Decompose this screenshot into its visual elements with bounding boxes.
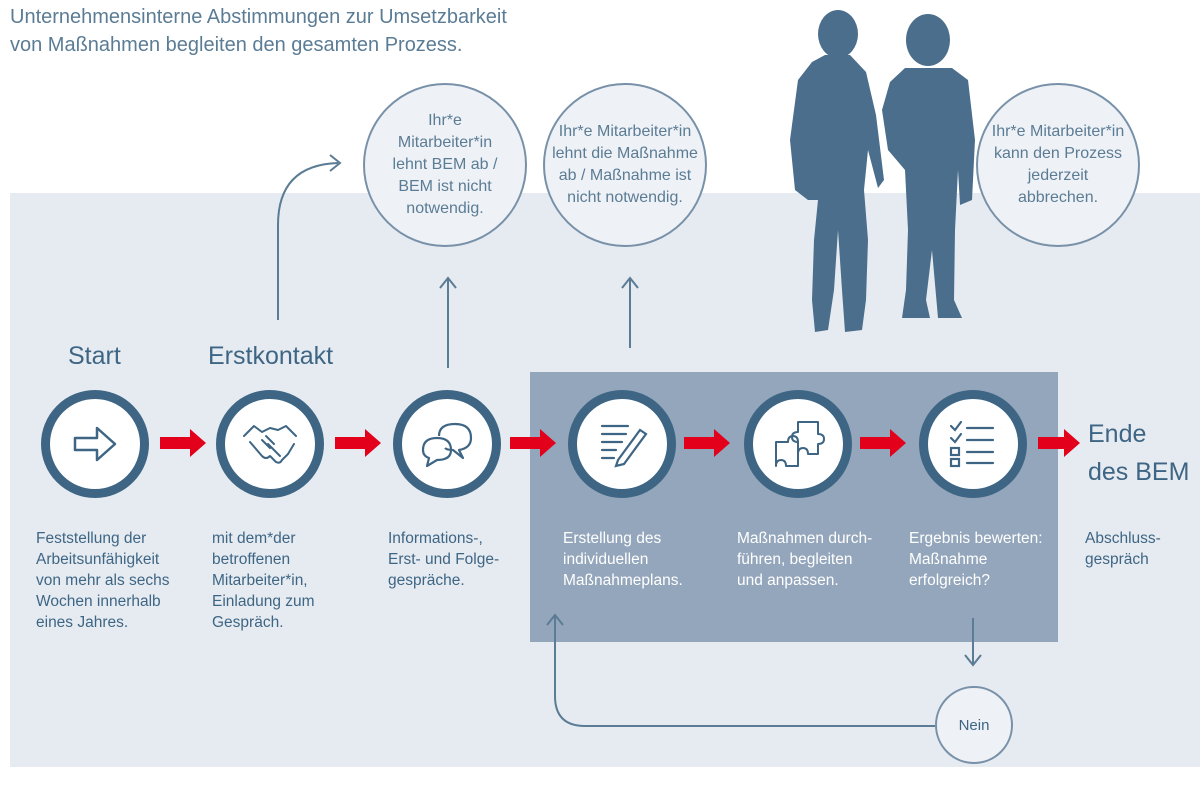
title-ende: Ende des BEM bbox=[1088, 415, 1189, 491]
arrow-right-icon bbox=[73, 426, 117, 462]
nein-circle: Nein bbox=[935, 686, 1013, 764]
step-ende-text: Abschluss- gespräch bbox=[1085, 530, 1161, 568]
step-massnahmen-text: Maßnahmen durch- führen, begleiten und a… bbox=[737, 530, 873, 589]
step-ergebnis bbox=[919, 390, 1027, 498]
intro-text: Unternehmensinterne Abstimmungen zur Ums… bbox=[10, 3, 507, 59]
step-gespraeche bbox=[393, 390, 501, 498]
title-ende-line-2: des BEM bbox=[1088, 458, 1190, 486]
bubble-bem-rejected: Ihr*e Mitarbeiter*in lehnt BEM ab / BEM … bbox=[363, 83, 527, 247]
step-start bbox=[41, 390, 149, 498]
bubble-bem-rejected-text: Ihr*e Mitarbeiter*in lehnt BEM ab / BEM … bbox=[392, 112, 498, 217]
step-ergebnis-text: Ergebnis bewerten: Maßnahme erfolgreich? bbox=[909, 530, 1043, 589]
intro-line-1: Unternehmensinterne Abstimmungen zur Ums… bbox=[10, 6, 507, 28]
step-erstkontakt bbox=[216, 390, 324, 498]
title-ende-line-1: Ende bbox=[1088, 420, 1147, 448]
speech-bubbles-icon bbox=[421, 422, 473, 468]
bubble-measure-rejected: Ihr*e Mitarbeiter*in lehnt die Maßnahme … bbox=[543, 83, 707, 247]
title-start: Start bbox=[68, 342, 121, 370]
intro-line-2: von Maßnahmen begleiten den gesamten Pro… bbox=[10, 34, 463, 56]
step-gespraeche-text: Informations-, Erst- und Folge- gespräch… bbox=[388, 530, 500, 589]
step-massnahmeplan bbox=[568, 390, 676, 498]
puzzle-icon bbox=[775, 421, 825, 467]
step-massnahmen bbox=[744, 390, 852, 498]
bubble-cancel-anytime-text: Ihr*e Mitarbeiter*in kann den Prozess je… bbox=[991, 123, 1125, 206]
checklist-icon bbox=[949, 420, 995, 468]
handshake-icon bbox=[243, 425, 297, 464]
bubble-cancel-anytime: Ihr*e Mitarbeiter*in kann den Prozess je… bbox=[976, 83, 1140, 247]
nein-label: Nein bbox=[958, 716, 990, 734]
step-massnahmeplan-text: Erstellung des individuellen Maßnahmepla… bbox=[563, 530, 683, 589]
step-start-text: Feststellung der Arbeitsunfähigkeit von … bbox=[36, 530, 170, 631]
bubble-measure-rejected-text: Ihr*e Mitarbeiter*in lehnt die Maßnahme … bbox=[552, 123, 698, 206]
title-erstkontakt: Erstkontakt bbox=[208, 342, 334, 370]
step-erstkontakt-text: mit dem*der betroffenen Mitarbeiter*in, … bbox=[212, 530, 315, 631]
document-pen-icon bbox=[600, 424, 648, 468]
